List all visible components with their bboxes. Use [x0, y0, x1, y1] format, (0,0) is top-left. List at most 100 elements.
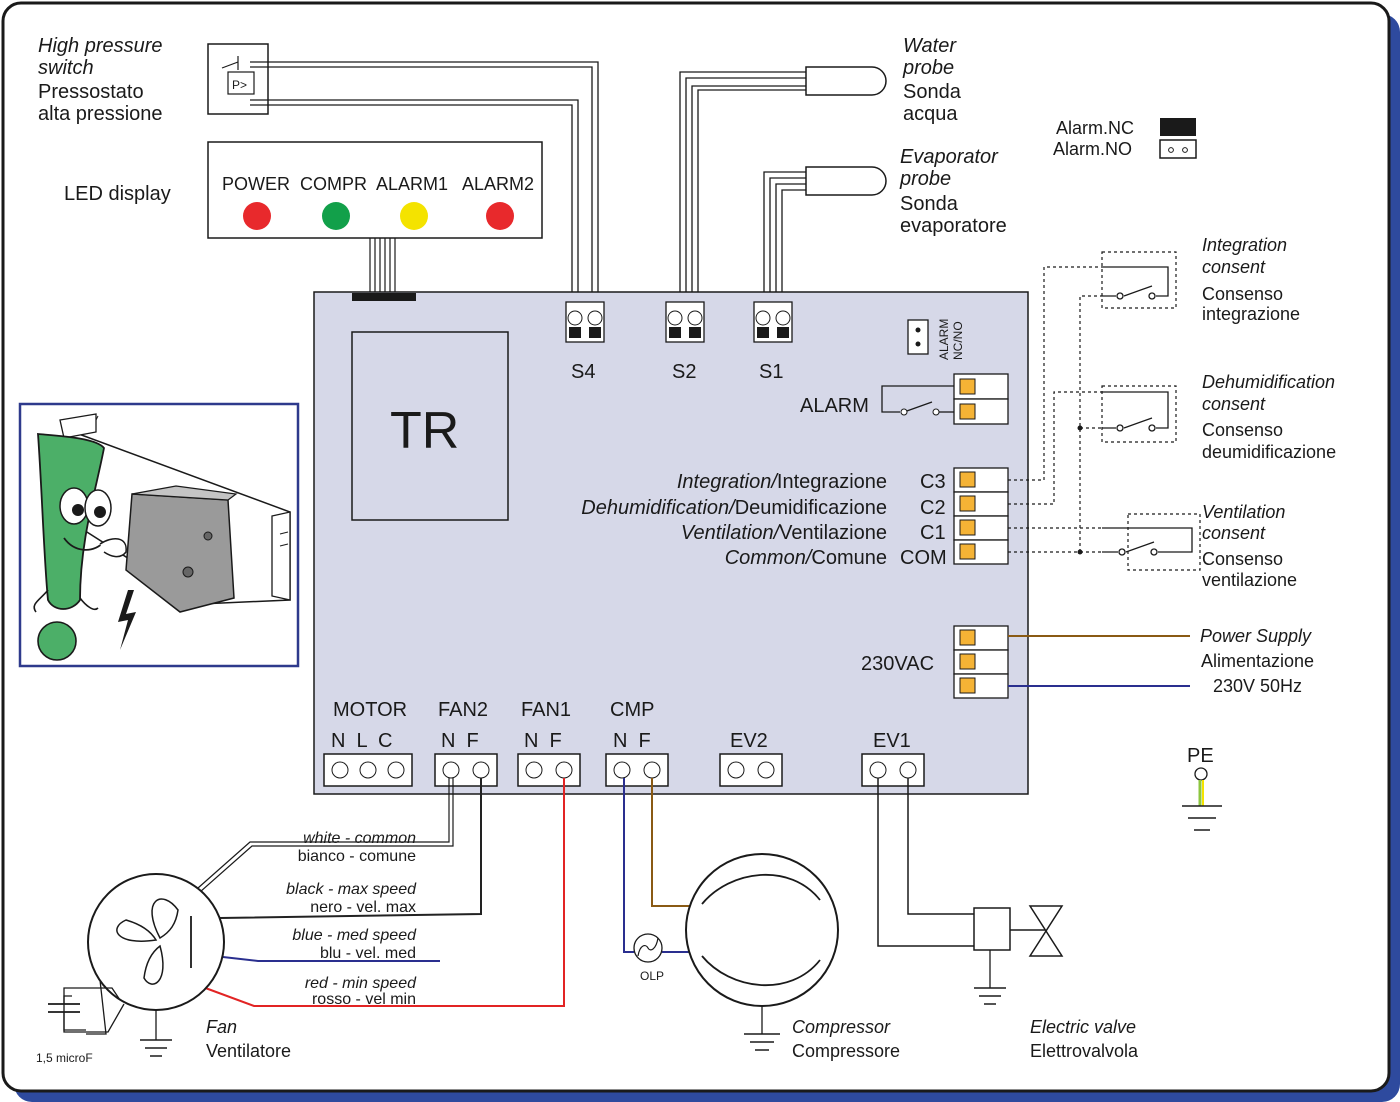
fan1-pins: N F: [524, 730, 562, 752]
s2-label: S2: [672, 361, 696, 383]
consent-1-it-1: Consenso: [1202, 284, 1283, 304]
motor-label: MOTOR: [333, 699, 407, 721]
consent-3-en-2: consent: [1202, 523, 1266, 543]
consent-2-it-1: Consenso: [1202, 420, 1283, 440]
led-compr: [322, 202, 350, 230]
consent-1-en-2: consent: [1202, 257, 1266, 277]
jumper-label-1: ALARM: [937, 319, 951, 360]
c2-code: C2: [920, 497, 946, 519]
water-probe-en-2: probe: [902, 57, 954, 79]
led-connector: [352, 293, 416, 301]
consent-1-it-2: integrazione: [1202, 304, 1300, 324]
water-probe: Water probe Sonda acqua: [679, 35, 962, 300]
compressor-label-en: Compressor: [792, 1017, 891, 1037]
led-alarm1-label: ALARM1: [376, 174, 448, 194]
fan-blades-icon: [116, 898, 179, 985]
valve-label-en: Electric valve: [1030, 1017, 1136, 1037]
power-terminal: 230VAC Power Supply Alimentazione 230V 5…: [861, 625, 1314, 699]
fan2-label: FAN2: [438, 699, 488, 721]
pe-ground: PE: [1182, 745, 1222, 831]
input-c3-text: Integration/Integrazione: [677, 471, 887, 493]
input-c2-text: Dehumidification/Deumidificazione: [581, 497, 887, 519]
capacitor-label: 1,5 microF: [36, 1051, 93, 1065]
consent-3-en-1: Ventilation: [1202, 502, 1285, 522]
olp-icon: [633, 933, 663, 963]
consent-3-it-2: ventilazione: [1202, 570, 1297, 590]
consent-3-it-1: Consenso: [1202, 549, 1283, 569]
wire-red-it: rosso - vel min: [312, 991, 416, 1008]
fan-wire-labels: white - common bianco - comune black - m…: [286, 830, 417, 1008]
consent-wires: [1008, 251, 1201, 571]
valve-label-it: Elettrovalvola: [1030, 1041, 1139, 1061]
c1-code: C1: [920, 522, 946, 544]
water-probe-en-1: Water: [903, 35, 957, 57]
led-display-label: LED display: [64, 183, 171, 205]
pressure-switch-icon: P>: [221, 56, 255, 95]
wire-red-en: red - min speed: [305, 975, 417, 992]
wire-white-it: bianco - comune: [298, 848, 416, 865]
consent-2-it-2: deumidificazione: [1202, 442, 1336, 462]
pe-label: PE: [1187, 745, 1214, 767]
alarm-nc-label: Alarm.NC: [1056, 118, 1134, 138]
evap-probe-en-2: probe: [899, 168, 951, 190]
fan2-pins: N F: [441, 730, 479, 752]
compressor: OLP Compressor Compressore: [623, 778, 900, 1061]
consent-1-en-1: Integration: [1202, 235, 1287, 255]
evap-probe-it-1: Sonda: [900, 193, 959, 215]
wire-blue-en: blue - med speed: [292, 927, 417, 944]
fan-ground-icon: [140, 1010, 172, 1057]
hp-switch-wires: [250, 61, 599, 300]
ev2-label: EV2: [730, 730, 768, 752]
ev1-label: EV1: [873, 730, 911, 752]
consent-labels: Integration consent Consenso integrazion…: [1202, 235, 1336, 590]
compressor-ground-icon: [744, 1006, 780, 1051]
consent-2-en-2: consent: [1202, 394, 1266, 414]
fan-label-it: Ventilatore: [206, 1041, 291, 1061]
evap-probe-en-1: Evaporator: [900, 146, 999, 168]
consent-contacts: [1102, 266, 1193, 556]
sensor-terminal-s2: S2: [665, 301, 705, 383]
power-supply-spec: 230V 50Hz: [1213, 676, 1302, 696]
alarm-label: ALARM: [800, 395, 869, 417]
output-terminals: MOTOR N L C FAN2 N F FAN1 N F CMP N F EV…: [323, 699, 925, 787]
alarm-no-label: Alarm.NO: [1053, 139, 1132, 159]
alarm-output: ALARM: [800, 373, 1009, 425]
alarm-nc-jumper-icon: [1160, 118, 1196, 136]
input-com-text: Common/Comune: [725, 547, 887, 569]
valve-icon: [1028, 905, 1064, 957]
alarm-no-jumper-icon: [1159, 139, 1197, 159]
led-power-label: POWER: [222, 174, 290, 194]
sensor-terminal-s4: S4: [565, 301, 605, 383]
cmp-pins: N F: [613, 730, 651, 752]
power-supply-en: Power Supply: [1200, 626, 1312, 646]
valve-ground-icon: [974, 950, 1006, 1005]
led-display: LED display POWER COMPR ALARM1 ALARM2: [64, 141, 543, 298]
wire-blue-it: blu - vel. med: [320, 945, 416, 962]
fan1-label: FAN1: [521, 699, 571, 721]
water-probe-it-1: Sonda: [903, 81, 962, 103]
power-label: 230VAC: [861, 653, 934, 675]
fan-motor: 1,5 microF Fan Ventilatore: [36, 873, 291, 1065]
s4-label: S4: [571, 361, 595, 383]
consent-2-en-1: Dehumidification: [1202, 372, 1335, 392]
olp-label: OLP: [640, 969, 664, 983]
motor-pins: N L C: [331, 730, 393, 752]
jumper-label-2: NC/NO: [951, 321, 965, 360]
led-alarm1: [400, 202, 428, 230]
fan-wires: [197, 778, 565, 1007]
evaporator-probe: Evaporator probe Sonda evaporatore: [763, 146, 1007, 300]
cmp-label: CMP: [610, 699, 654, 721]
led-alarm2: [486, 202, 514, 230]
compressor-body: [685, 853, 839, 1007]
alarm-jumper: ALARM NC/NO: [907, 319, 965, 360]
high-pressure-switch: P> High pressure switch Pressostato alta…: [38, 35, 269, 125]
transformer: [351, 331, 509, 521]
led-power: [243, 202, 271, 230]
wire-black-en: black - max speed: [286, 881, 417, 898]
hp-switch-it-2: alta pressione: [38, 103, 163, 125]
consent-inputs: Integration/Integrazione Dehumidificatio…: [581, 467, 1009, 569]
s1-label: S1: [759, 361, 783, 383]
capacitor-icon: [48, 987, 125, 1033]
evap-probe-it-2: evaporatore: [900, 215, 1007, 237]
